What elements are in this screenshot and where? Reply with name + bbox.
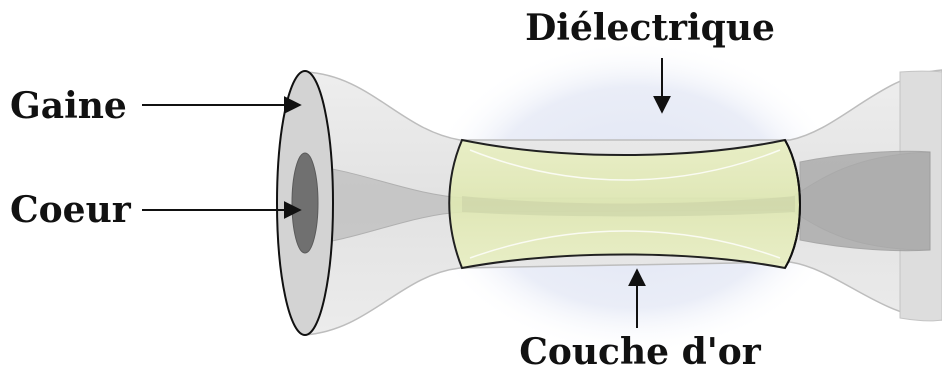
dielectric-label: Diélectrique (525, 7, 775, 49)
gold-layer-right-rim (784, 139, 801, 269)
core-end-face (291, 152, 319, 254)
gold-layer-label: Couche d'or (519, 331, 762, 372)
core-label: Coeur (10, 189, 132, 231)
core-right-end (799, 150, 931, 252)
gold-layer-inner-top (469, 149, 781, 181)
cladding-label: Gaine (10, 85, 127, 127)
gold-layer-inner-bottom (469, 230, 781, 259)
gold-layer-core-band (462, 196, 795, 217)
